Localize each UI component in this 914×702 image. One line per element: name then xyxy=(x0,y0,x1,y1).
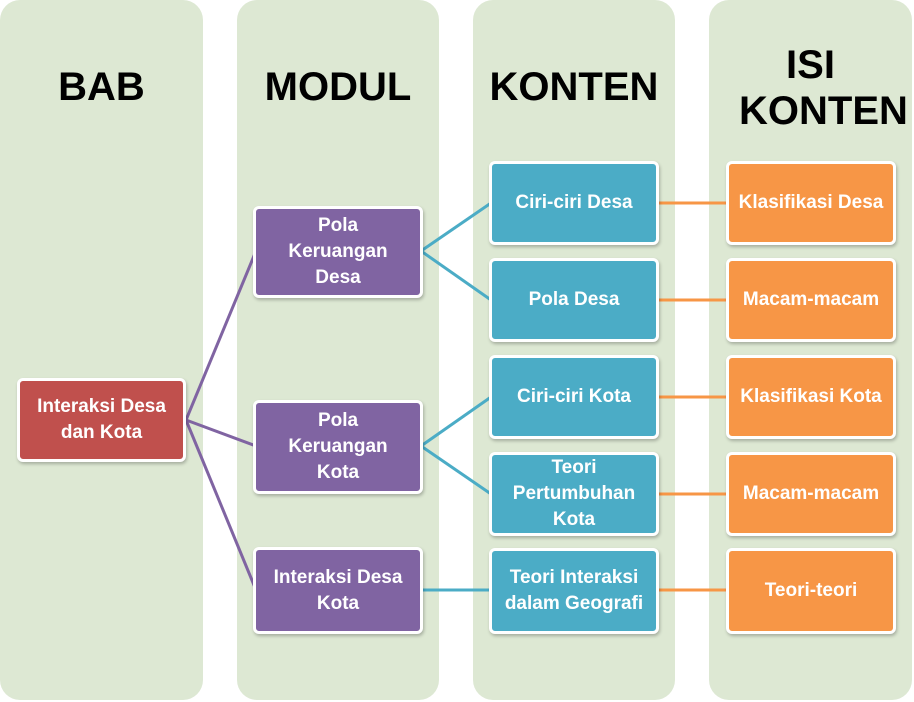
connector-modul-konten-1 xyxy=(420,201,492,253)
connector-bab-modul-3 xyxy=(184,419,258,591)
bab-node: Interaksi Desa dan Kota xyxy=(17,378,186,462)
konten-node-teori-pertumbuhan-kota: Teori Pertumbuhan Kota xyxy=(489,452,659,536)
konten-node-ciri-ciri-kota: Ciri-ciri Kota xyxy=(489,355,659,439)
column-title-isi-konten: ISI KONTEN xyxy=(739,43,908,133)
modul-node-pola-keruangan-kota: Pola Keruangan Kota xyxy=(253,400,423,494)
column-bab: BAB xyxy=(0,0,203,700)
column-title-modul: MODUL xyxy=(264,65,412,109)
connector-modul-konten-4 xyxy=(420,444,492,496)
column-title-konten: KONTEN xyxy=(489,65,659,109)
konten-node-pola-desa: Pola Desa xyxy=(489,258,659,342)
column-title-bab: BAB xyxy=(58,65,145,109)
konten-node-ciri-ciri-desa: Ciri-ciri Desa xyxy=(489,161,659,245)
modul-node-interaksi-desa-kota: Interaksi Desa Kota xyxy=(253,547,423,634)
isi-konten-node-macam-macam-1: Macam-macam xyxy=(726,258,896,342)
isi-konten-node-klasifikasi-desa: Klasifikasi Desa xyxy=(726,161,896,245)
isi-konten-node-macam-macam-2: Macam-macam xyxy=(726,452,896,536)
isi-konten-node-teori-teori: Teori-teori xyxy=(726,548,896,634)
connector-bab-modul-1 xyxy=(184,250,258,421)
konten-node-teori-interaksi: Teori Interaksi dalam Geografi xyxy=(489,548,659,634)
isi-konten-node-klasifikasi-kota: Klasifikasi Kota xyxy=(726,355,896,439)
connector-modul-konten-3 xyxy=(420,395,492,448)
modul-node-pola-keruangan-desa: Pola Keruangan Desa xyxy=(253,206,423,298)
connector-bab-modul-2 xyxy=(185,418,257,448)
connector-modul-konten-2 xyxy=(420,249,492,302)
